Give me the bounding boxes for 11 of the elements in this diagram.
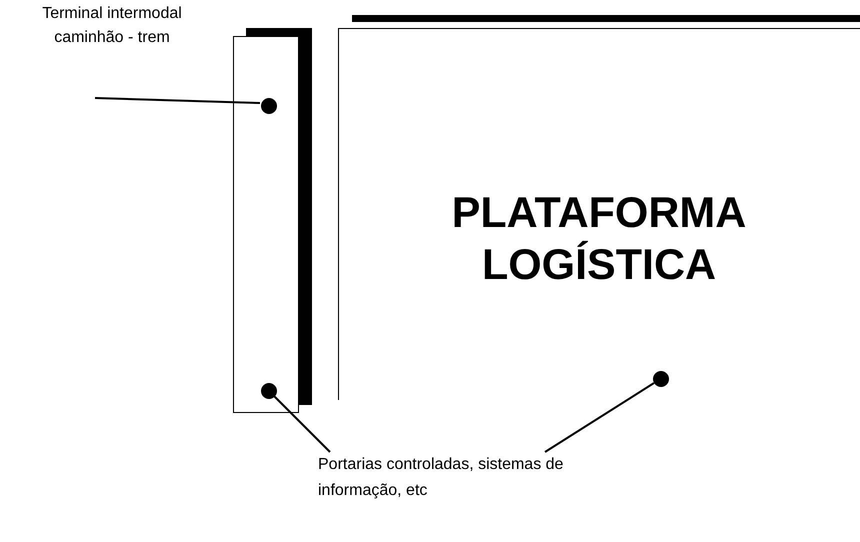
callout-text: Portarias controladas, sistemas de informação, etc	[318, 455, 564, 501]
leader-line	[544, 382, 655, 453]
leader-line	[94, 97, 260, 104]
callout-text: Terminal intermodal caminhão - trem	[41, 4, 183, 48]
terminal-strip	[233, 36, 299, 413]
dot-marker	[653, 371, 669, 387]
dot-marker	[261, 98, 277, 114]
dot-marker	[261, 383, 277, 399]
platform-area	[338, 28, 860, 400]
platform-title: PLATAFORMA LOGÍSTICA	[450, 188, 748, 291]
leader-line	[272, 394, 331, 453]
